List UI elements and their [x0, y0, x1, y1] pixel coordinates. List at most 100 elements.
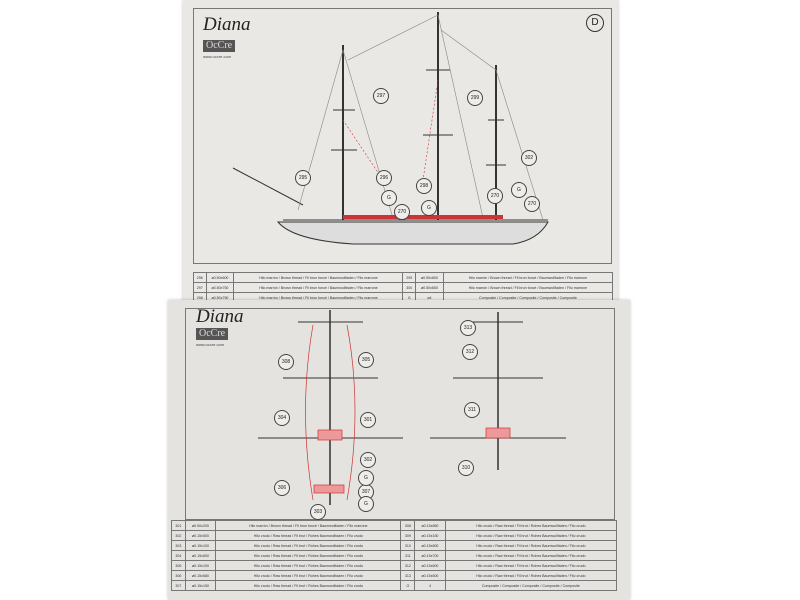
cell-desc2: Hilo crudo / Raw thread / Fil brut / Roh… — [444, 520, 618, 531]
callout: 308 — [278, 354, 294, 370]
cell-desc2: Hilo crudo / Raw thread / Fil brut / Roh… — [444, 530, 618, 541]
cell-size2: ø0.15x600 — [414, 570, 446, 581]
cell-desc2: Hilo crudo / Raw thread / Fil brut / Roh… — [444, 550, 618, 561]
ship-side-view — [232, 12, 549, 245]
callout: 304 — [274, 410, 290, 426]
callout: 311 — [464, 402, 480, 418]
cell-desc2: Hilo marrón / Brown thread / Fil brun fo… — [442, 282, 614, 293]
cell-desc: Hilo marrón / Brown thread / Fil brun fo… — [233, 282, 404, 293]
cell-ref2: 309 — [400, 530, 416, 541]
cell-ref: 303 — [171, 540, 186, 551]
occre-logo: OcCre — [203, 40, 236, 52]
top-page: Diana OcCre www.occre.com D 297 299 302 … — [183, 0, 618, 306]
callout: 302 — [360, 452, 376, 468]
cell-size: ø0.15x600 — [184, 550, 217, 561]
callout: G — [358, 496, 374, 512]
cell-size: ø0.15x500 — [184, 530, 217, 541]
cell-desc2: Hilo crudo / Raw thread / Fil brut / Roh… — [444, 570, 618, 581]
cell-desc2: Hilo crudo / Raw thread / Fil brut / Roh… — [444, 540, 618, 551]
callout: 306 — [274, 480, 290, 496]
cell-ref: 302 — [171, 530, 186, 541]
cell-size: ø0.50x200 — [184, 520, 217, 531]
callout: 299 — [467, 90, 483, 106]
cell-ref2: 308 — [400, 520, 416, 531]
cell-ref2: G — [400, 580, 416, 591]
cell-size2: ø0.15x600 — [414, 560, 446, 571]
cell-desc: Hilo marrón / Brown thread / Fil brun fo… — [233, 272, 404, 283]
cell-desc2: Hilo marrón / Brown thread / Fil brun fo… — [442, 272, 614, 283]
callout: 298 — [416, 178, 432, 194]
cell-ref: 306 — [171, 570, 186, 581]
mast-front-views — [258, 310, 566, 505]
cell-size2: ø0.50x650 — [415, 282, 444, 293]
logo-url: www.occre.com — [203, 54, 232, 59]
cell-ref: 304 — [171, 550, 186, 561]
callout: 301 — [360, 412, 376, 428]
callout: 312 — [462, 344, 478, 360]
page-letter: D — [586, 14, 604, 32]
cell-ref: 296 — [193, 272, 207, 283]
callout: G — [421, 200, 437, 216]
cell-size2: 4 — [414, 580, 446, 591]
callout: 302 — [521, 150, 537, 166]
cell-ref2: 312 — [400, 560, 416, 571]
callout: 295 — [295, 170, 311, 186]
diagram-frame — [185, 308, 615, 520]
callout: 305 — [358, 352, 374, 368]
cell-size: ø0.50x600 — [205, 272, 235, 283]
callout: 310 — [458, 460, 474, 476]
cell-ref2: 311 — [400, 550, 416, 561]
cell-desc: Hilo crudo / Raw thread / Fil brut / Roh… — [215, 540, 402, 551]
callout: 270 — [524, 196, 540, 212]
cell-desc: Hilo crudo / Raw thread / Fil brut / Roh… — [215, 560, 402, 571]
cell-desc: Hilo crudo / Raw thread / Fil brut / Roh… — [215, 570, 402, 581]
cell-size: ø0.15x150 — [184, 580, 217, 591]
cell-desc: Hilo marrón / Brown thread / Fil brun fo… — [215, 520, 402, 531]
callout: 270 — [487, 188, 503, 204]
cell-size: ø0.15x100 — [184, 540, 217, 551]
cell-desc2: Composite / Composite / Composite / Comp… — [444, 580, 618, 591]
cell-size2: ø0.15x700 — [414, 550, 446, 561]
cell-size: ø0.15x680 — [184, 570, 217, 581]
cell-desc: Hilo crudo / Raw thread / Fil brut / Roh… — [215, 530, 402, 541]
callout: G — [381, 190, 397, 206]
callout: G — [358, 470, 374, 486]
cell-desc: Hilo crudo / Raw thread / Fil brut / Roh… — [215, 550, 402, 561]
cell-size: ø0.15x100 — [184, 560, 217, 571]
cell-size2: ø0.15x150 — [414, 530, 446, 541]
cell-size2: ø0.15x800 — [414, 540, 446, 551]
callout: 297 — [373, 88, 389, 104]
occre-logo: OcCre — [196, 328, 229, 340]
logo-url: www.occre.com — [196, 342, 225, 347]
callout: 296 — [376, 170, 392, 186]
page-title: Diana — [203, 14, 251, 35]
cell-ref: 307 — [171, 580, 186, 591]
cell-desc: Hilo crudo / Raw thread / Fil brut / Roh… — [215, 580, 402, 591]
cell-ref: 301 — [171, 520, 186, 531]
page-title: Diana — [196, 306, 244, 327]
cell-size: ø0.50x750 — [205, 282, 235, 293]
cell-ref: 305 — [171, 560, 186, 571]
cell-size2: ø0.50x800 — [415, 272, 444, 283]
bottom-page: Diana OcCre www.occre.com 308 305 304 30… — [168, 300, 630, 600]
cell-desc2: Hilo crudo / Raw thread / Fil brut / Roh… — [444, 560, 618, 571]
diagram-frame — [193, 8, 612, 264]
cell-ref: 297 — [193, 282, 207, 293]
callout: 270 — [394, 204, 410, 220]
callout: 313 — [460, 320, 476, 336]
cell-size2: ø0.15x850 — [414, 520, 446, 531]
callout: 303 — [310, 504, 326, 520]
cell-ref2: 310 — [400, 540, 416, 551]
cell-ref2: 300 — [402, 282, 416, 293]
callout: G — [511, 182, 527, 198]
